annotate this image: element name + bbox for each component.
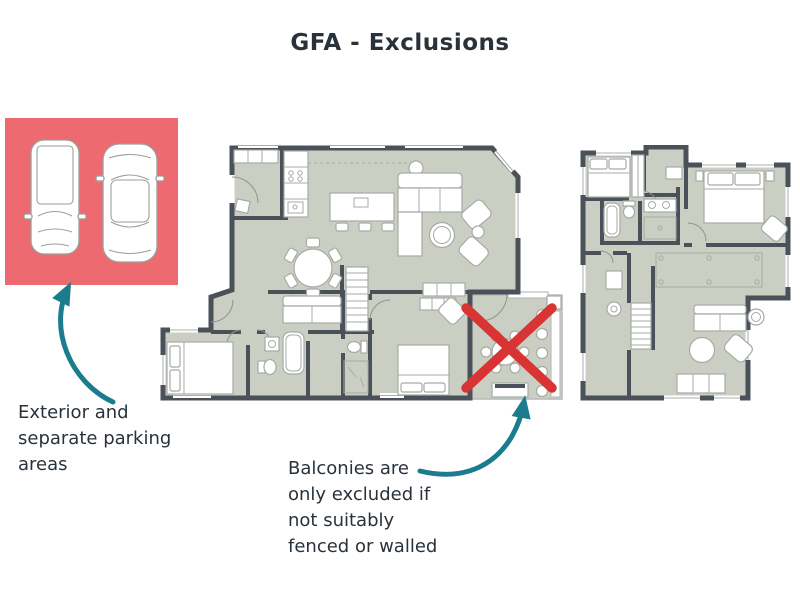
parking-curved-arrow-icon xyxy=(52,281,116,405)
stairs-icon xyxy=(630,302,652,350)
ground-floor-plan xyxy=(160,143,563,401)
stairs-icon xyxy=(345,266,369,332)
balcony xyxy=(469,291,563,400)
sofa-icon xyxy=(693,304,747,332)
armchair-icon xyxy=(458,236,489,267)
page-title: GFA - Exclusions xyxy=(290,30,510,56)
parking-note-line: areas xyxy=(18,454,68,475)
sedan-top-view-icon xyxy=(95,143,165,263)
media-room-sofa-icon xyxy=(282,295,342,324)
grill-icon xyxy=(491,382,529,398)
bedroom-right xyxy=(397,297,466,396)
bed-icon xyxy=(703,170,765,224)
landing-closet xyxy=(605,270,623,317)
parking-note-line: Exterior and xyxy=(18,402,129,423)
kitchen xyxy=(233,149,416,232)
balcony-note-line: fenced or walled xyxy=(288,536,438,557)
bathroom-b xyxy=(343,340,369,394)
balcony-note-line: not suitably xyxy=(288,510,395,531)
rug-icon xyxy=(655,252,763,288)
balcony-note-line: only excluded if xyxy=(288,484,431,505)
sofa-icon xyxy=(397,172,463,257)
parking-note-line: separate parking xyxy=(18,428,172,449)
living-room xyxy=(397,160,492,297)
balcony-note-line: Balconies are xyxy=(288,458,409,479)
bedroom-top-right xyxy=(665,166,788,242)
upper-living xyxy=(676,304,765,394)
parking-note: Exterior and separate parking areas xyxy=(18,400,171,478)
bed-icon xyxy=(397,344,450,396)
balcony-note: Balconies are only excluded if not suita… xyxy=(288,456,437,560)
bathroom xyxy=(603,198,677,240)
bedroom-left xyxy=(166,341,234,395)
windows xyxy=(160,143,521,398)
bedroom-top-left xyxy=(587,154,645,198)
van-top-view-icon xyxy=(23,139,87,255)
armchair-icon xyxy=(461,199,492,230)
armchair-icon xyxy=(723,334,753,363)
parking-area xyxy=(5,118,178,285)
dining-table-icon xyxy=(283,237,343,299)
parking-cars-graphic xyxy=(23,139,165,263)
bathroom-a xyxy=(257,331,305,376)
kitchen-island-icon xyxy=(329,192,395,232)
upper-floor-plan xyxy=(580,145,791,401)
